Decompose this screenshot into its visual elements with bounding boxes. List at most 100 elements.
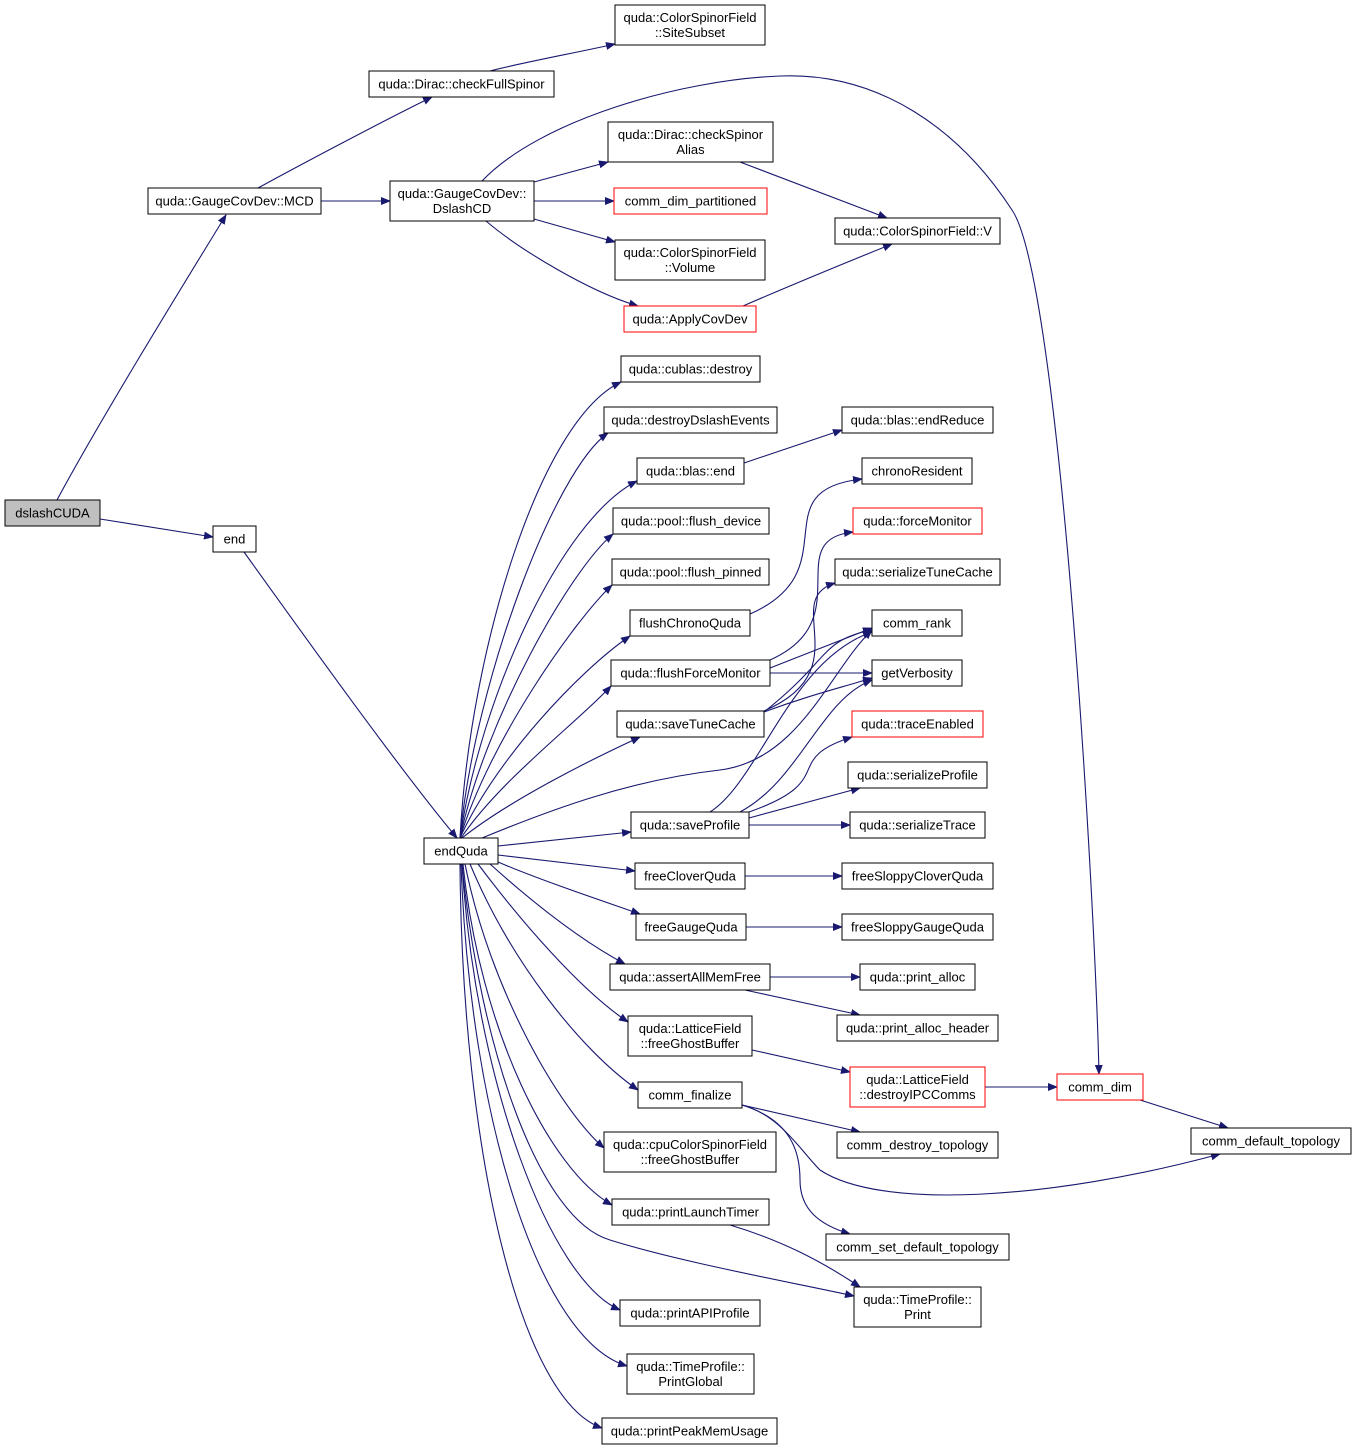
edge-lfFreeGhost-to-destroyIPC [751, 1049, 851, 1074]
node-commDimPart[interactable]: comm_dim_partitioned [613, 187, 768, 215]
edge-line [461, 736, 641, 839]
edge-dslashCD-to-applyCovDev [485, 220, 639, 308]
edge-line [748, 786, 861, 819]
edge-line [481, 629, 873, 839]
node-printAllocHeader[interactable]: quda::print_alloc_header [836, 1014, 999, 1042]
node-checkFull[interactable]: quda::Dirac::checkFullSpinor [368, 70, 555, 98]
node-freeGauge[interactable]: freeGaugeQuda [635, 913, 747, 941]
node-mcd[interactable]: quda::GaugeCovDev::MCD [147, 187, 322, 215]
node-box [626, 1353, 755, 1395]
node-commDim[interactable]: comm_dim [1056, 1073, 1144, 1101]
node-applyCovDev[interactable]: quda::ApplyCovDev [623, 305, 757, 333]
node-destroyIPC[interactable]: quda::LatticeField::destroyIPCComms [849, 1066, 986, 1108]
node-forceMonitor[interactable]: quda::forceMonitor [852, 507, 983, 535]
node-lfFreeGhost[interactable]: quda::LatticeField::freeGhostBuffer [627, 1015, 753, 1057]
node-freeClover[interactable]: freeCloverQuda [634, 862, 746, 890]
node-printAPI[interactable]: quda::printAPIProfile [619, 1299, 761, 1327]
node-saveTune[interactable]: quda::saveTuneCache [616, 710, 765, 738]
node-endQuda[interactable]: endQuda [423, 837, 499, 865]
node-flushChrono[interactable]: flushChronoQuda [629, 609, 751, 637]
node-label: quda::ColorSpinorField [624, 10, 757, 25]
edge-dslashCD-to-checkAlias [533, 160, 609, 183]
node-printAlloc[interactable]: quda::print_alloc [859, 963, 976, 991]
node-box [871, 659, 963, 687]
edge-line [497, 861, 641, 915]
edge-line [489, 42, 616, 72]
edge-endQuda-to-printGlobal [460, 863, 628, 1368]
edge-endQuda-to-freeClover [497, 854, 636, 874]
node-flushDevice[interactable]: quda::pool::flush_device [612, 507, 770, 535]
edge-dslashCD-to-cspfVolume [533, 218, 616, 244]
node-label: quda::LatticeField [866, 1072, 969, 1087]
node-box [634, 862, 746, 890]
edge-commFinalize-to-commDefaultTopo [741, 1104, 1221, 1196]
node-serializeTune[interactable]: quda::serializeTuneCache [834, 558, 1001, 586]
node-blasEndReduce[interactable]: quda::blas::endReduce [841, 406, 994, 434]
node-box [1056, 1073, 1144, 1101]
node-box [212, 525, 257, 553]
node-tpPrint[interactable]: quda::TimeProfile::Print [853, 1286, 982, 1328]
edge-dslashCD-to-commDim [481, 75, 1103, 1075]
node-saveProfile[interactable]: quda::saveProfile [630, 811, 750, 839]
node-label: quda::blas::endReduce [851, 413, 985, 428]
edge-line [763, 627, 873, 713]
node-chronoResident[interactable]: chronoResident [861, 457, 973, 485]
node-serializeTrace[interactable]: quda::serializeTrace [849, 811, 986, 839]
edge-endQuda-to-freeGauge [497, 861, 641, 915]
edge-line [243, 551, 458, 839]
node-dslashCD[interactable]: quda::GaugeCovDev::DslashCD [389, 180, 535, 222]
node-blasEnd[interactable]: quda::blas::end [636, 457, 745, 485]
node-box [841, 862, 994, 890]
node-printLaunch[interactable]: quda::printLaunchTimer [611, 1198, 770, 1226]
edge-line [533, 218, 616, 244]
node-label: quda::GaugeCovDev:: [398, 186, 527, 201]
node-commSetDefault[interactable]: comm_set_default_topology [825, 1233, 1010, 1261]
node-serializeProfile[interactable]: quda::serializeProfile [847, 761, 988, 789]
node-commRank[interactable]: comm_rank [871, 609, 963, 637]
node-siteSubset[interactable]: quda::ColorSpinorField::SiteSubset [614, 4, 766, 46]
node-commDestroyTopo[interactable]: comm_destroy_topology [836, 1131, 999, 1159]
node-label: quda::flushForceMonitor [620, 666, 761, 681]
edge-endQuda-to-assertMem [489, 863, 626, 965]
function-nodes: dslashCUDAquda::GaugeCovDev::MCDendquda:… [4, 4, 1352, 1445]
node-label: quda::Dirac::checkFullSpinor [378, 77, 545, 92]
node-cspfVolume[interactable]: quda::ColorSpinorField::Volume [614, 239, 766, 281]
edge-line [741, 1104, 861, 1134]
node-box [610, 659, 771, 687]
node-label: quda::cpuColorSpinorField [613, 1137, 767, 1152]
node-box [849, 811, 986, 839]
node-box [623, 305, 757, 333]
node-cpuFreeGhost[interactable]: quda::cpuColorSpinorField::freeGhostBuff… [603, 1131, 777, 1173]
node-cublasDestroy[interactable]: quda::cublas::destroy [620, 355, 761, 383]
edge-line [459, 635, 631, 839]
node-printPeak[interactable]: quda::printPeakMemUsage [601, 1417, 778, 1445]
node-traceEnabled[interactable]: quda::traceEnabled [851, 710, 984, 738]
node-box [630, 811, 750, 839]
node-commFinalize[interactable]: comm_finalize [637, 1081, 743, 1109]
edge-endQuda-to-blasEnd [459, 480, 638, 839]
node-end[interactable]: end [212, 525, 257, 553]
edge-saveTune-to-serializeTune [763, 581, 836, 712]
node-commDefaultTopo[interactable]: comm_default_topology [1190, 1127, 1352, 1155]
node-printGlobal[interactable]: quda::TimeProfile::PrintGlobal [626, 1353, 755, 1395]
node-freeSloppyGauge[interactable]: freeSloppyGaugeQuda [841, 913, 994, 941]
edge-line [485, 220, 639, 308]
node-label: quda::printPeakMemUsage [611, 1424, 769, 1439]
node-box [603, 406, 778, 434]
node-box [614, 4, 766, 46]
node-box [841, 406, 994, 434]
node-flushForce[interactable]: quda::flushForceMonitor [610, 659, 771, 687]
node-box [836, 1014, 999, 1042]
node-flushPinned[interactable]: quda::pool::flush_pinned [611, 558, 770, 586]
node-dslashCUDA[interactable]: dslashCUDA [4, 499, 101, 527]
node-box [847, 761, 988, 789]
node-getVerbosity[interactable]: getVerbosity [871, 659, 963, 687]
node-cspfV[interactable]: quda::ColorSpinorField::V [834, 217, 1001, 245]
node-freeSloppyClover[interactable]: freeSloppyCloverQuda [841, 862, 994, 890]
node-destroyDslash[interactable]: quda::destroyDslashEvents [603, 406, 778, 434]
node-assertMem[interactable]: quda::assertAllMemFree [609, 963, 771, 991]
edge-line [497, 828, 632, 847]
edge-commDim-to-commDefaultTopo [1139, 1099, 1229, 1130]
node-label: quda::serializeTuneCache [842, 565, 993, 580]
